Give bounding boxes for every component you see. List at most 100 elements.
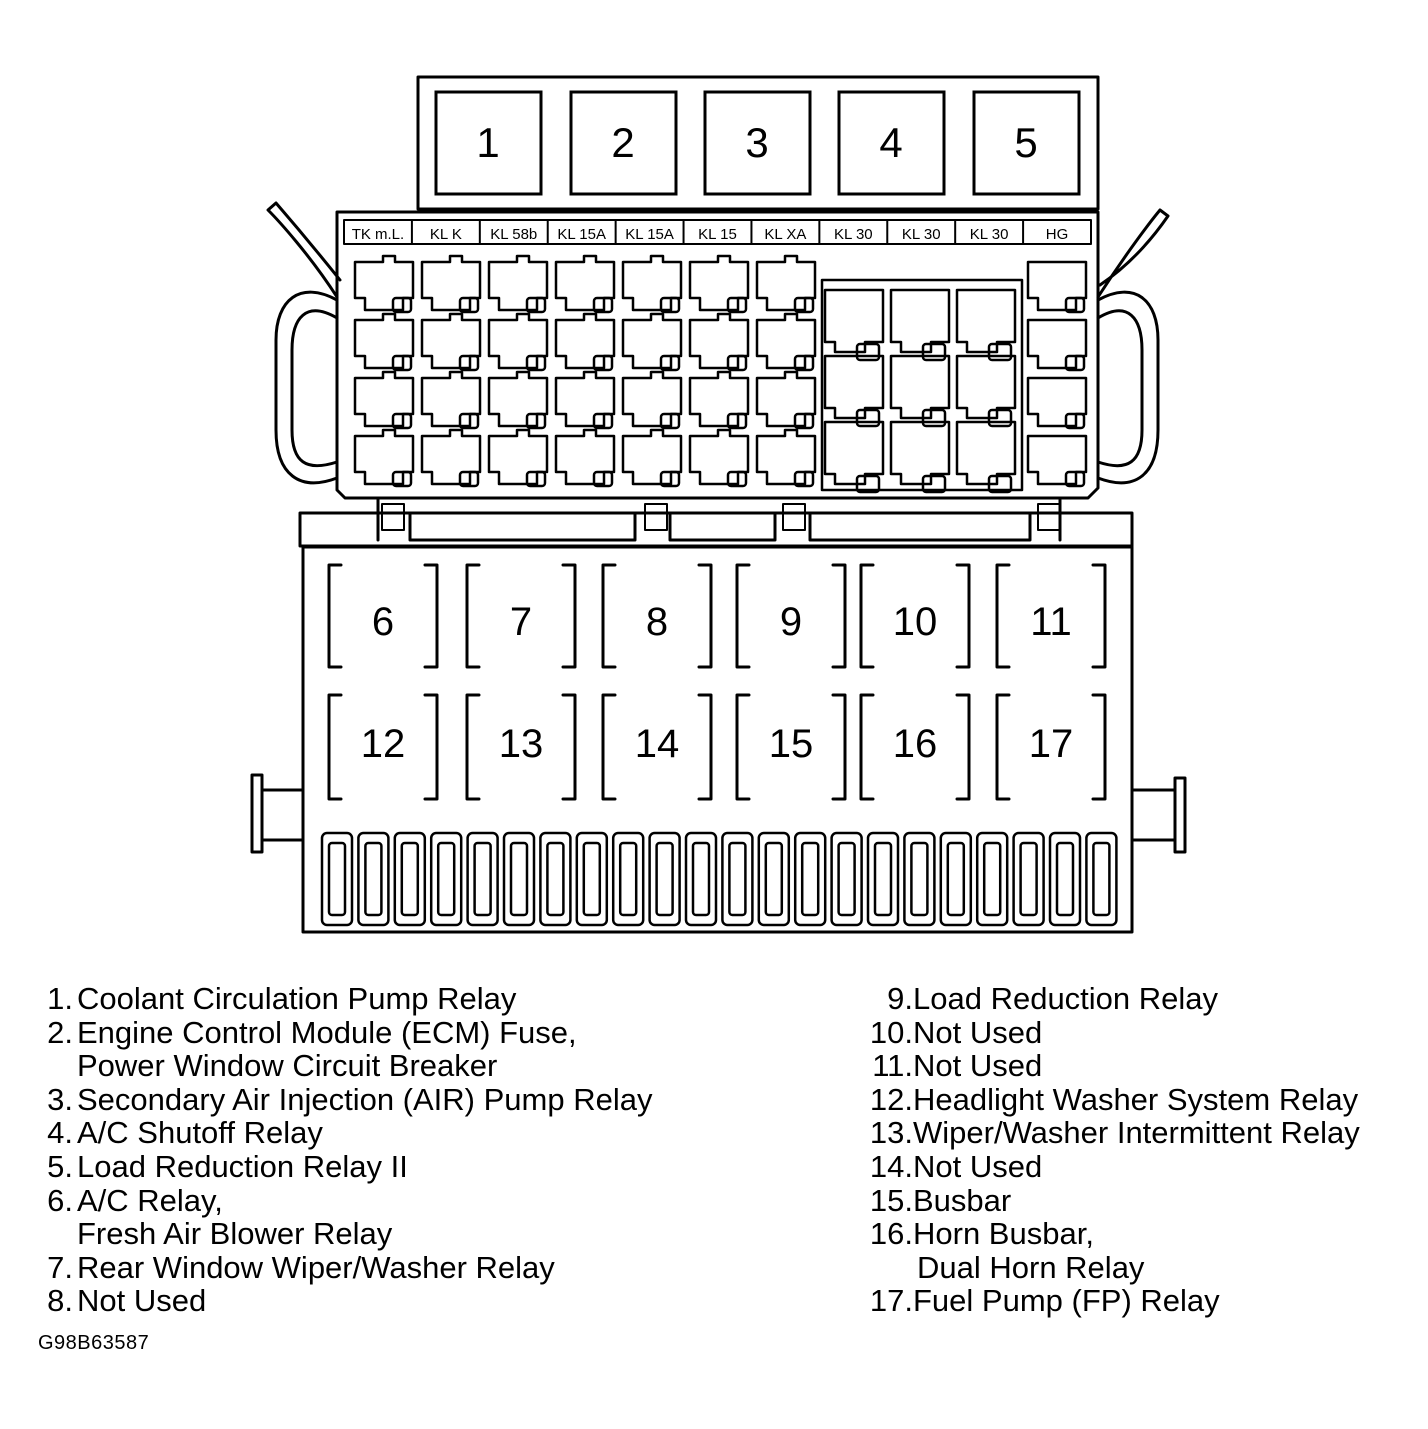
fuse-socket-tab	[458, 470, 480, 488]
relay-bracket-right	[831, 563, 847, 669]
legend-item-number: 12.	[869, 1081, 913, 1117]
fuse-socket	[554, 312, 616, 370]
terminal-label: KL 58b	[490, 226, 537, 243]
bottom-fuse-blade	[400, 841, 420, 917]
large-fuse-socket	[823, 354, 885, 420]
fuse-socket	[688, 428, 750, 486]
fuse-socket-tab	[592, 354, 614, 372]
legend-item-number: 15.	[869, 1182, 913, 1218]
large-fuse-socket	[889, 420, 951, 486]
terminal-label-strip	[343, 219, 1092, 245]
large-fuse-socket-tab	[855, 342, 881, 362]
legend-item-text: Load Reduction Relay	[913, 981, 1219, 1016]
legend-item-continuation: Power Window Circuit Breaker	[77, 1048, 498, 1084]
legend-item: 4.A/C Shutoff Relay	[36, 1116, 652, 1150]
legend-item-text: Engine Control Module (ECM) Fuse,	[77, 1014, 577, 1050]
bottom-fuse-blade	[655, 841, 674, 917]
fuse-socket	[554, 428, 616, 486]
fuse-socket-tab	[592, 412, 614, 430]
fuse-socket	[487, 428, 549, 486]
fuse-socket-tab	[1064, 412, 1086, 430]
relay-position-8: 8	[646, 600, 668, 644]
fuse-socket-tab	[793, 296, 815, 314]
bottom-fuse-slot	[975, 831, 1009, 927]
legend-item-text: Headlight Washer System Relay	[913, 1081, 1359, 1117]
large-fuse-socket-tab	[921, 474, 947, 494]
top-relay-number: 4	[879, 119, 902, 166]
legend-item: 6.A/C Relay,	[36, 1183, 652, 1218]
fuse-socket-tab	[391, 470, 413, 488]
relay-carrier-base	[301, 545, 1134, 934]
relay-bracket-right	[955, 693, 971, 801]
fuse-socket-tab	[659, 296, 681, 314]
bottom-fuse-blade	[618, 841, 638, 917]
large-fuse-socket	[955, 420, 1017, 486]
fuse-socket-tab	[793, 470, 815, 488]
fuse-socket-tab	[659, 412, 681, 430]
bottom-fuse-blade	[1055, 841, 1075, 917]
relay-position-11: 11	[1030, 600, 1072, 644]
relay-bracket-left	[601, 693, 617, 801]
relay-bracket-left	[465, 693, 481, 801]
bottom-fuse-slot	[393, 831, 427, 927]
bottom-fuse-slot	[320, 831, 354, 927]
legend-item: 13.Wiper/Washer Intermittent Relay	[858, 1116, 1360, 1150]
bottom-fuse-blade	[473, 841, 492, 917]
relay-position-9: 9	[780, 600, 802, 644]
fuse-socket-tab	[391, 296, 413, 314]
legend-item: 11.Not Used	[858, 1049, 1360, 1083]
legend-item-number: 3.	[47, 1081, 73, 1117]
large-fuse-socket-tab	[855, 408, 881, 428]
legend-item: 10.Not Used	[858, 1014, 1360, 1050]
bottom-fuse-slot	[466, 831, 499, 927]
relay-bracket-right	[561, 693, 577, 801]
large-fuse-socket	[955, 354, 1017, 420]
fuse-socket-tab	[793, 412, 815, 430]
bottom-fuse-blade	[1092, 841, 1111, 917]
legend-item-number: 16.	[869, 1216, 913, 1252]
relay-bracket-right	[955, 563, 971, 669]
fuse-socket-tab	[458, 354, 480, 372]
relay-bracket-right	[1091, 563, 1107, 669]
bottom-fuse-blade	[509, 841, 529, 917]
large-fuse-socket-tab	[987, 342, 1013, 362]
top-relay-carrier	[416, 75, 1100, 211]
legend-item-text: Secondary Air Injection (AIR) Pump Relay	[77, 1081, 653, 1117]
fuse-socket-tab	[525, 412, 547, 430]
fuse-socket	[755, 312, 817, 370]
legend-item-number: 14.	[869, 1148, 913, 1184]
legend-item-number: 1.	[47, 981, 73, 1016]
fuse-socket	[353, 254, 415, 312]
fuse-socket-tab	[592, 470, 614, 488]
relay-bracket-right	[423, 693, 439, 801]
bottom-fuse-slot	[721, 831, 754, 927]
legend-item-text: Fuel Pump (FP) Relay	[913, 1283, 1220, 1319]
legend-item-text: Load Reduction Relay II	[77, 1148, 408, 1184]
fuse-socket-tab	[525, 296, 547, 314]
bottom-fuse-blade	[1019, 841, 1038, 917]
legend-item-number: 8.	[47, 1283, 73, 1319]
fuse-socket	[353, 312, 415, 370]
large-fuse-socket-tab	[921, 408, 947, 428]
fuse-socket	[554, 254, 616, 312]
large-fuse-socket	[889, 288, 951, 354]
bottom-fuse-slot	[539, 831, 572, 927]
relay-position-13: 13	[499, 722, 544, 766]
bottom-fuse-blade	[837, 841, 856, 917]
large-fuse-socket	[823, 288, 885, 354]
terminal-label: KL 30	[834, 226, 873, 243]
fuse-socket	[688, 370, 750, 428]
relay-bracket-left	[327, 563, 343, 669]
top-relay-number: 1	[476, 119, 499, 166]
legend-item-number: 10.	[869, 1014, 913, 1050]
bottom-fuse-slot	[903, 831, 936, 927]
fuse-socket	[755, 254, 817, 312]
fuse-socket	[688, 312, 750, 370]
terminal-label: HG	[1046, 226, 1069, 243]
fuse-socket-tab	[726, 412, 748, 430]
legend-item-text: Not Used	[913, 1148, 1043, 1184]
right-mount-pin	[1130, 776, 1187, 854]
bottom-fuse-slot	[866, 831, 900, 927]
top-relay-5: 5	[972, 90, 1081, 196]
legend-item-text: Rear Window Wiper/Washer Relay	[77, 1249, 555, 1285]
